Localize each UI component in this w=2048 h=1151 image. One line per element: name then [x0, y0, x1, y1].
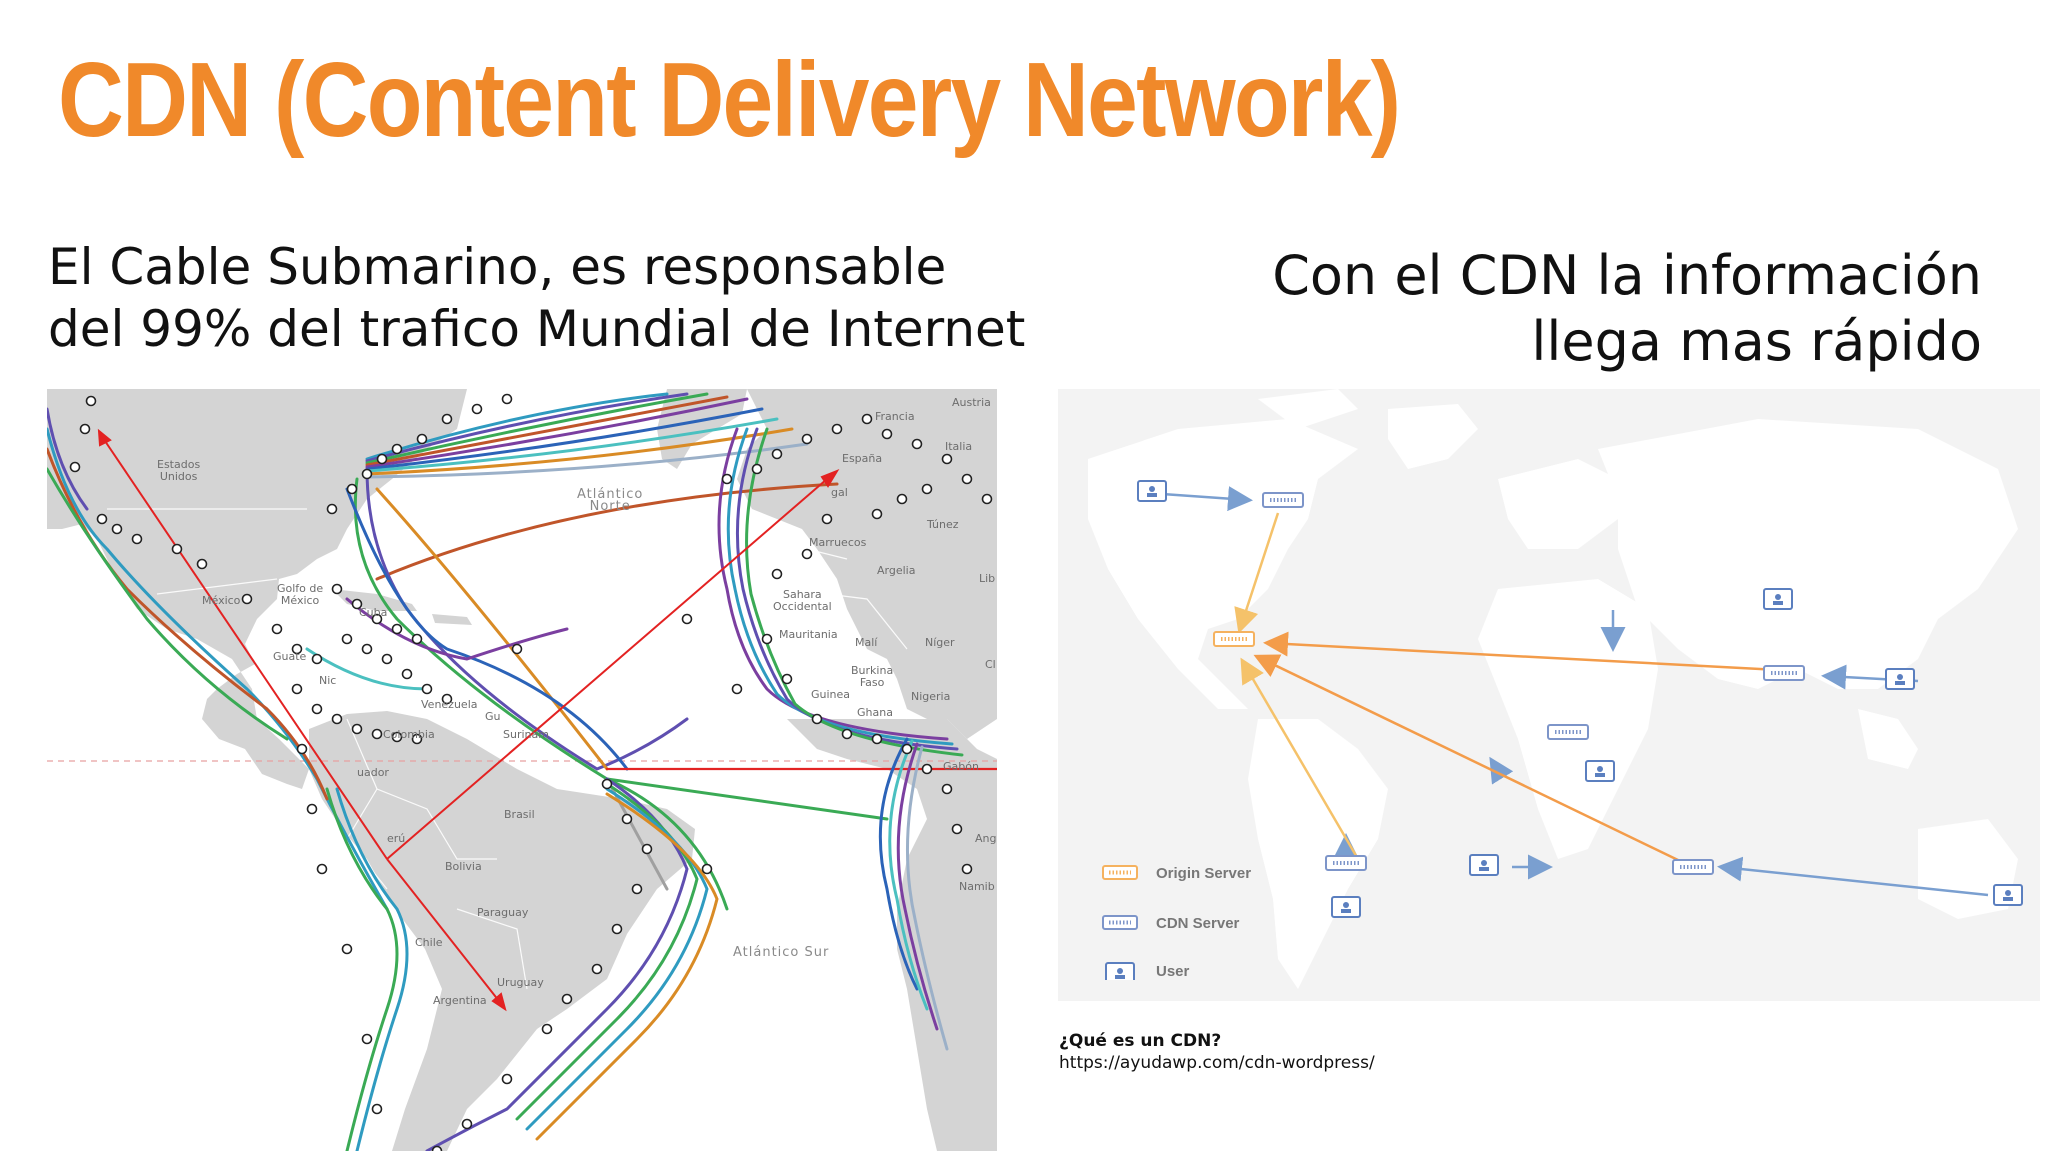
map-label-marruecos: Marruecos: [809, 536, 867, 549]
highlight-arrows: [97, 428, 840, 1012]
map-label-mali: Malí: [855, 636, 878, 649]
user-icon: [1585, 760, 1615, 782]
map-label-cuba: Cuba: [359, 606, 388, 619]
north-america-land: [47, 389, 467, 789]
map-label-nigeria: Nigeria: [911, 690, 951, 703]
map-label-mauritania: Mauritania: [779, 628, 838, 641]
legend-origin-server: Origin Server: [1102, 861, 1251, 885]
cable-caption: El Cable Submarino, es responsable del 9…: [48, 238, 1026, 358]
map-label-brasil: Brasil: [504, 808, 535, 821]
cdn-server-icon: [1763, 665, 1805, 681]
cdn-server-icon: [1672, 859, 1714, 875]
map-label-nic: Nic: [319, 674, 337, 687]
user-icon: [1137, 480, 1167, 502]
legend-cdn-server: CDN Server: [1102, 911, 1239, 935]
legend-cdn-label: CDN Server: [1156, 914, 1240, 932]
map-label-namibia: Namib: [959, 880, 995, 893]
legend-origin-label: Origin Server: [1156, 864, 1252, 882]
cdn-map-graphic: [1058, 389, 2040, 1001]
user-icon: [1885, 668, 1915, 690]
map-label-angola: Ang: [975, 832, 997, 845]
map-label-austria: Austria: [952, 396, 991, 409]
map-label-italia: Italia: [945, 440, 973, 453]
map-label-niger: Níger: [925, 636, 955, 649]
map-label-chile: Chile: [415, 936, 443, 949]
map-label-libia: Lib: [979, 572, 996, 585]
cable-map-graphic: [47, 389, 997, 1151]
map-label-ghana: Ghana: [857, 706, 893, 719]
map-label-bolivia: Bolivia: [445, 860, 482, 873]
source-reference: ¿Qué es un CDN? https://ayudawp.com/cdn-…: [1059, 1030, 1375, 1074]
legend-user: User: [1102, 959, 1189, 983]
map-label-gabon: Gabón: [943, 760, 979, 773]
cdn-caption: Con el CDN la información llega mas rápi…: [1272, 244, 1982, 373]
user-icon: [1993, 884, 2023, 906]
map-label-espana: España: [842, 452, 883, 465]
map-label-argelia: Argelia: [877, 564, 916, 577]
reference-question: ¿Qué es un CDN?: [1059, 1031, 1222, 1051]
cdn-arrows: [1147, 486, 1989, 897]
map-label-venezuela: Venezuela: [421, 698, 478, 711]
map-label-uruguay: Uruguay: [497, 976, 544, 989]
south-america-land: [309, 711, 695, 1151]
cdn-server-icon: [1547, 724, 1589, 740]
cdn-server-icon: [1102, 915, 1138, 930]
map-label-paraguay: Paraguay: [477, 906, 529, 919]
cdn-nodes: [1137, 480, 2023, 918]
landing-stations: [69, 393, 993, 1151]
user-icon: [1469, 854, 1499, 876]
cdn-server-icon: [1262, 492, 1304, 508]
map-label-ci: Cl: [985, 658, 996, 671]
map-label-ecuador: uador: [357, 766, 389, 779]
origin-server-icon: [1102, 865, 1138, 880]
map-label-guinea: Guinea: [811, 688, 851, 701]
map-label-argentina: Argentina: [433, 994, 487, 1007]
legend-user-label: User: [1156, 962, 1190, 980]
reference-link[interactable]: https://ayudawp.com/cdn-wordpress/: [1059, 1053, 1375, 1073]
map-label-guyana: Gu: [485, 710, 501, 723]
origin-server-icon: [1213, 631, 1255, 647]
europe-africa-land: [737, 389, 997, 739]
map-label-surinam: Surinam: [503, 728, 549, 741]
submarine-cables: [47, 392, 997, 1151]
map-label-mexico: México: [202, 594, 241, 607]
map-label-guate: Guate: [273, 650, 307, 663]
cdn-world-map: Origin Server CDN Server User: [1058, 389, 2040, 1001]
map-label-colombia: Colombia: [383, 728, 435, 741]
slide-title: CDN (Content Delivery Network): [58, 41, 1401, 159]
cdn-server-icon: [1325, 855, 1367, 871]
map-label-peru: erú: [387, 832, 406, 845]
user-icon: [1105, 962, 1135, 980]
map-label-portugal: gal: [831, 486, 848, 499]
map-label-francia: Francia: [875, 410, 915, 423]
map-label-atlantico-sur: Atlántico Sur: [733, 945, 830, 960]
user-icon: [1763, 588, 1793, 610]
map-label-tunez: Túnez: [927, 518, 959, 531]
user-icon: [1331, 896, 1361, 918]
